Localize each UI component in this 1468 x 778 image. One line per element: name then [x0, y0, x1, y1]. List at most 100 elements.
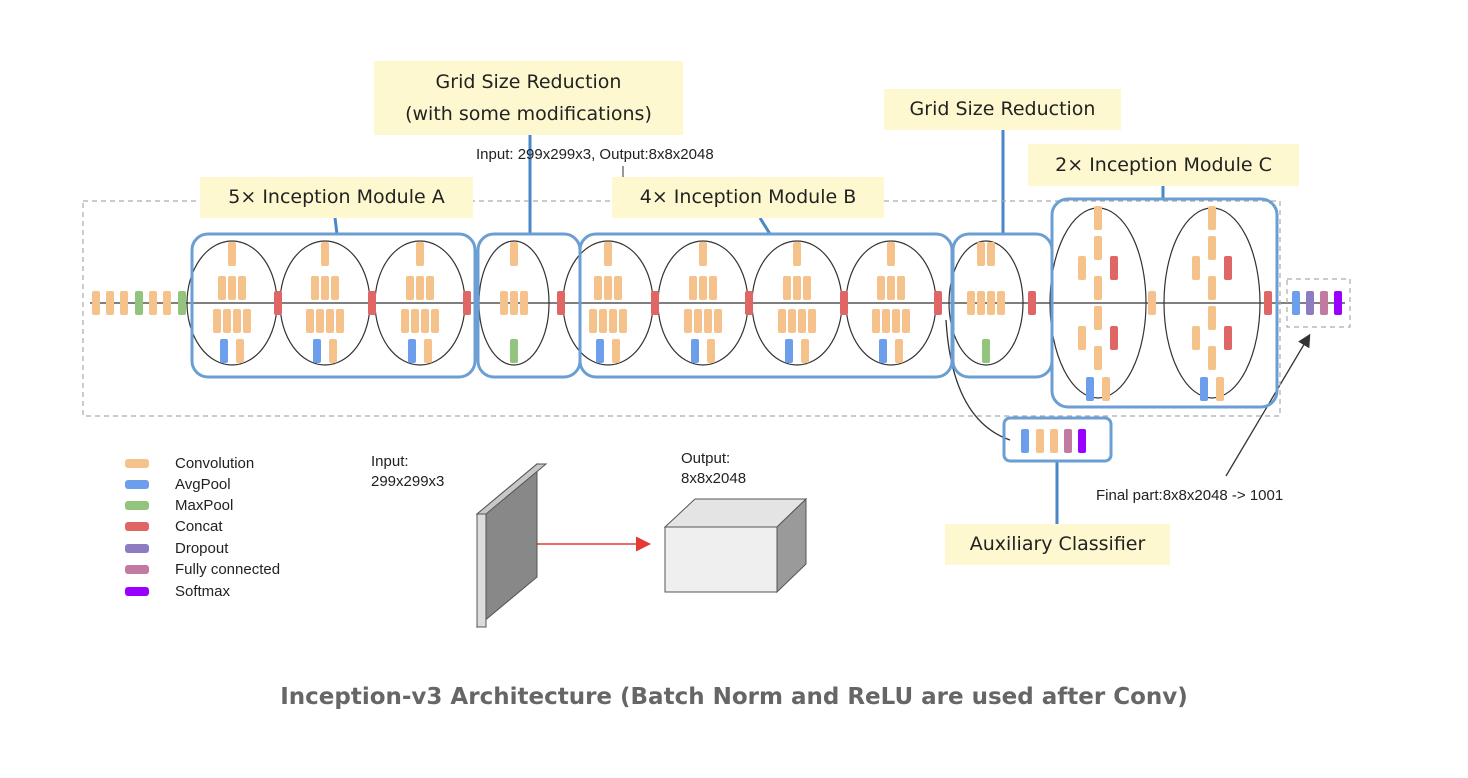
- legend-label: Fully connected: [175, 561, 281, 578]
- layer-block: [331, 276, 339, 300]
- concat-block: [557, 291, 565, 315]
- layer-block: [793, 276, 801, 300]
- avgpool-block: [220, 339, 228, 363]
- layer-block: [798, 309, 806, 333]
- layer-block: [803, 276, 811, 300]
- concat-block: [1110, 326, 1118, 350]
- stem-layer-block: [92, 291, 100, 315]
- output-cube-front: [664, 526, 778, 593]
- layer-block: [316, 309, 324, 333]
- output-label: Output: 8x8x2048: [681, 449, 746, 489]
- layer-block: [1094, 346, 1102, 370]
- concat-block: [840, 291, 848, 315]
- concat-block: [274, 291, 282, 315]
- legend-label: Softmax: [175, 583, 231, 600]
- callout-module-b: 4× Inception Module B: [612, 177, 884, 218]
- layer-block: [321, 242, 329, 266]
- layer-block: [1208, 206, 1216, 230]
- legend-item-maxpool: MaxPool: [125, 495, 233, 516]
- concat-block: [1264, 291, 1272, 315]
- layer-block: [1208, 346, 1216, 370]
- layer-block: [977, 242, 985, 266]
- avgpool-block: [1200, 377, 1208, 401]
- legend-swatch: [125, 544, 149, 553]
- layer-block: [612, 339, 620, 363]
- module-c-frame: [1050, 197, 1279, 409]
- layer-block: [892, 309, 900, 333]
- final-layer-block: [1292, 291, 1300, 315]
- layer-block: [589, 309, 597, 333]
- layer-block: [406, 276, 414, 300]
- layer-block: [609, 309, 617, 333]
- layer-block: [877, 276, 885, 300]
- layer-block: [967, 291, 975, 315]
- layer-block: [1208, 236, 1216, 260]
- legend-item-convolution: Convolution: [125, 453, 254, 474]
- maxpool-block: [982, 339, 990, 363]
- layer-block: [699, 276, 707, 300]
- final-layer-block: [1334, 291, 1342, 315]
- legend-item-softmax: Softmax: [125, 581, 230, 602]
- legend-label: Dropout: [175, 540, 229, 557]
- concat-block: [1110, 256, 1118, 280]
- layer-block: [336, 309, 344, 333]
- io-text: Input: 299x299x3, Output:8x8x2048: [476, 146, 714, 163]
- layer-block: [401, 309, 409, 333]
- layer-block: [311, 276, 319, 300]
- module-ellipse: [948, 240, 1024, 366]
- layer-block: [599, 309, 607, 333]
- layer-block: [228, 276, 236, 300]
- layer-block: [699, 242, 707, 266]
- concat-block: [934, 291, 942, 315]
- layer-block: [1102, 377, 1110, 401]
- layer-block: [594, 276, 602, 300]
- layer-block: [707, 339, 715, 363]
- layer-block: [218, 276, 226, 300]
- layer-block: [783, 276, 791, 300]
- layer-block: [213, 309, 221, 333]
- stem-layer-block: [135, 291, 143, 315]
- layer-block: [510, 291, 518, 315]
- legend-item-fully-connected: Fully connected: [125, 559, 280, 580]
- layer-block: [694, 309, 702, 333]
- layer-block: [1216, 377, 1224, 401]
- layer-block: [895, 339, 903, 363]
- output-label-line-1: Output:: [681, 450, 731, 467]
- aux-layer-block: [1021, 429, 1029, 453]
- avgpool-block: [1086, 377, 1094, 401]
- stem-layer-block: [149, 291, 157, 315]
- stem-layer-block: [120, 291, 128, 315]
- layer-block: [897, 276, 905, 300]
- layer-block: [421, 309, 429, 333]
- layer-block: [793, 242, 801, 266]
- callout-auxiliary-classifier: Auxiliary Classifier: [945, 524, 1170, 565]
- avgpool-block: [313, 339, 321, 363]
- layer-block: [238, 276, 246, 300]
- layer-block: [987, 291, 995, 315]
- layer-block: [977, 291, 985, 315]
- callout-module-a: 5× Inception Module A: [200, 177, 473, 218]
- legend-item-concat: Concat: [125, 516, 223, 537]
- layer-block: [709, 276, 717, 300]
- layer-block: [1094, 276, 1102, 300]
- avgpool-block: [879, 339, 887, 363]
- layer-block: [326, 309, 334, 333]
- avgpool-block: [691, 339, 699, 363]
- legend-label: Convolution: [175, 455, 255, 472]
- aux-branch-curve: [945, 319, 1011, 441]
- final-part-text: Final part:8x8x2048 -> 1001: [1096, 487, 1284, 504]
- layer-block: [228, 242, 236, 266]
- layer-block: [416, 276, 424, 300]
- layer-block: [778, 309, 786, 333]
- layer-block: [411, 309, 419, 333]
- layer-block: [426, 276, 434, 300]
- layer-block: [704, 309, 712, 333]
- legend-label: AvgPool: [175, 476, 231, 493]
- concat-block: [745, 291, 753, 315]
- layer-block: [887, 242, 895, 266]
- layer-block: [1192, 256, 1200, 280]
- final-part-outline: [1286, 278, 1351, 328]
- layer-block: [887, 276, 895, 300]
- legend-label: MaxPool: [175, 497, 234, 514]
